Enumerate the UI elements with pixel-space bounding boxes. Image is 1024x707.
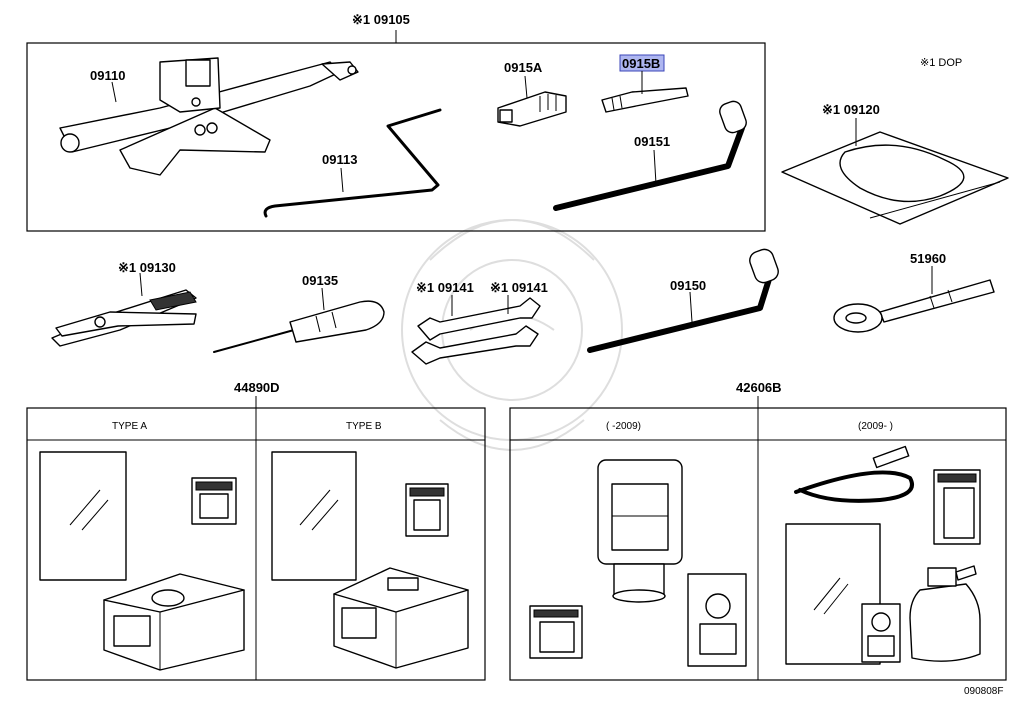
- tow-eye[interactable]: [833, 279, 995, 333]
- jack-set-group: ※1 09105: [26, 12, 766, 232]
- label-44890d[interactable]: 44890D: [234, 380, 280, 395]
- tool-bag[interactable]: [781, 131, 1009, 225]
- label-51960[interactable]: 51960: [910, 251, 946, 266]
- gauge-card-a: [687, 573, 747, 667]
- label-09151[interactable]: 09151: [634, 134, 670, 149]
- col-from-2009: (2009- ): [858, 421, 893, 432]
- sealant-bottle: [597, 459, 683, 603]
- manual-a: [191, 477, 237, 525]
- label-09130[interactable]: ※1 09130: [118, 260, 176, 275]
- label-09110[interactable]: 09110: [90, 68, 125, 83]
- label-09120[interactable]: ※1 09120: [822, 102, 880, 117]
- repair-kit-42606b: 42606B ( -2009) (2009- ): [509, 380, 1007, 681]
- label-42606b[interactable]: 42606B: [736, 380, 782, 395]
- repair-kit-44890d: 44890D TYPE A TYPE B: [26, 380, 486, 681]
- dop-note: ※1 DOP: [920, 57, 962, 69]
- gauge-card-b: [861, 603, 901, 663]
- compressor-b: [333, 567, 469, 669]
- label-09113[interactable]: 09113: [322, 152, 357, 167]
- label-0915a[interactable]: 0915A: [504, 60, 543, 75]
- sealant-canister: [909, 565, 981, 662]
- label-09135[interactable]: 09135: [302, 273, 338, 288]
- reference-code: 090808F: [964, 686, 1003, 697]
- hose: [794, 445, 914, 503]
- label-09105[interactable]: ※1 09105: [352, 12, 410, 27]
- label-09141-a[interactable]: ※1 09141: [416, 280, 474, 295]
- col-type-b: TYPE B: [346, 421, 382, 432]
- label-0915b[interactable]: 0915B: [622, 56, 660, 71]
- adapter-0915a[interactable]: [497, 91, 567, 127]
- label-09141-b[interactable]: ※1 09141: [490, 280, 548, 295]
- manual-c: [529, 605, 583, 659]
- jack[interactable]: [59, 57, 359, 176]
- compressor-a: [103, 573, 245, 671]
- jack-handle[interactable]: [263, 108, 442, 218]
- spanner-set[interactable]: [411, 297, 541, 365]
- adapter-0915b[interactable]: [601, 87, 689, 113]
- screwdriver[interactable]: [213, 300, 385, 353]
- lug-wrench[interactable]: [587, 247, 781, 353]
- col-type-a: TYPE A: [112, 421, 147, 432]
- manual-d: [933, 469, 981, 545]
- sealant-bag-b: [271, 451, 357, 581]
- pliers[interactable]: [51, 289, 197, 347]
- manual-b: [405, 483, 449, 537]
- wrench-handle[interactable]: [553, 99, 748, 211]
- label-09150[interactable]: 09150: [670, 278, 706, 293]
- sealant-bag-a: [39, 451, 127, 581]
- col-until-2009: ( -2009): [606, 421, 641, 432]
